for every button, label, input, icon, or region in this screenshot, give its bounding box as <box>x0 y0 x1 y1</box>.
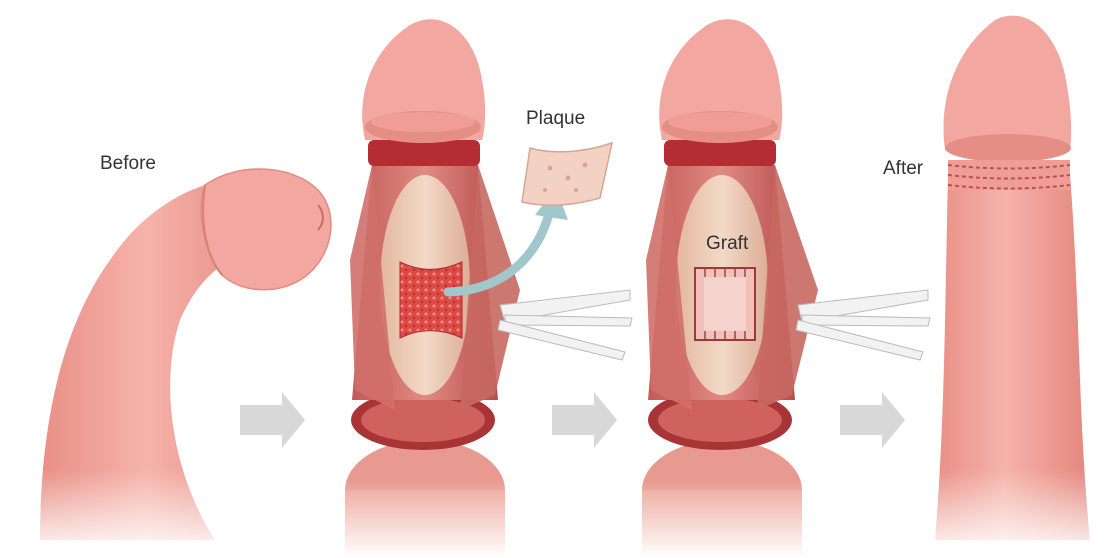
before-label: Before <box>100 153 156 175</box>
incision-panel <box>345 19 520 558</box>
plaque-label: Plaque <box>526 108 585 130</box>
right-arrow-icon <box>552 392 617 448</box>
right-arrow-icon <box>840 392 905 448</box>
plaque-piece <box>522 143 612 205</box>
retractor-icon <box>796 290 930 360</box>
retractor-icon <box>498 290 632 360</box>
after-label: After <box>883 158 923 180</box>
graft-panel <box>642 19 818 558</box>
right-arrow-icon <box>240 392 305 448</box>
after-penis <box>925 16 1105 558</box>
graft-label: Graft <box>706 233 748 255</box>
before-penis <box>30 169 331 558</box>
